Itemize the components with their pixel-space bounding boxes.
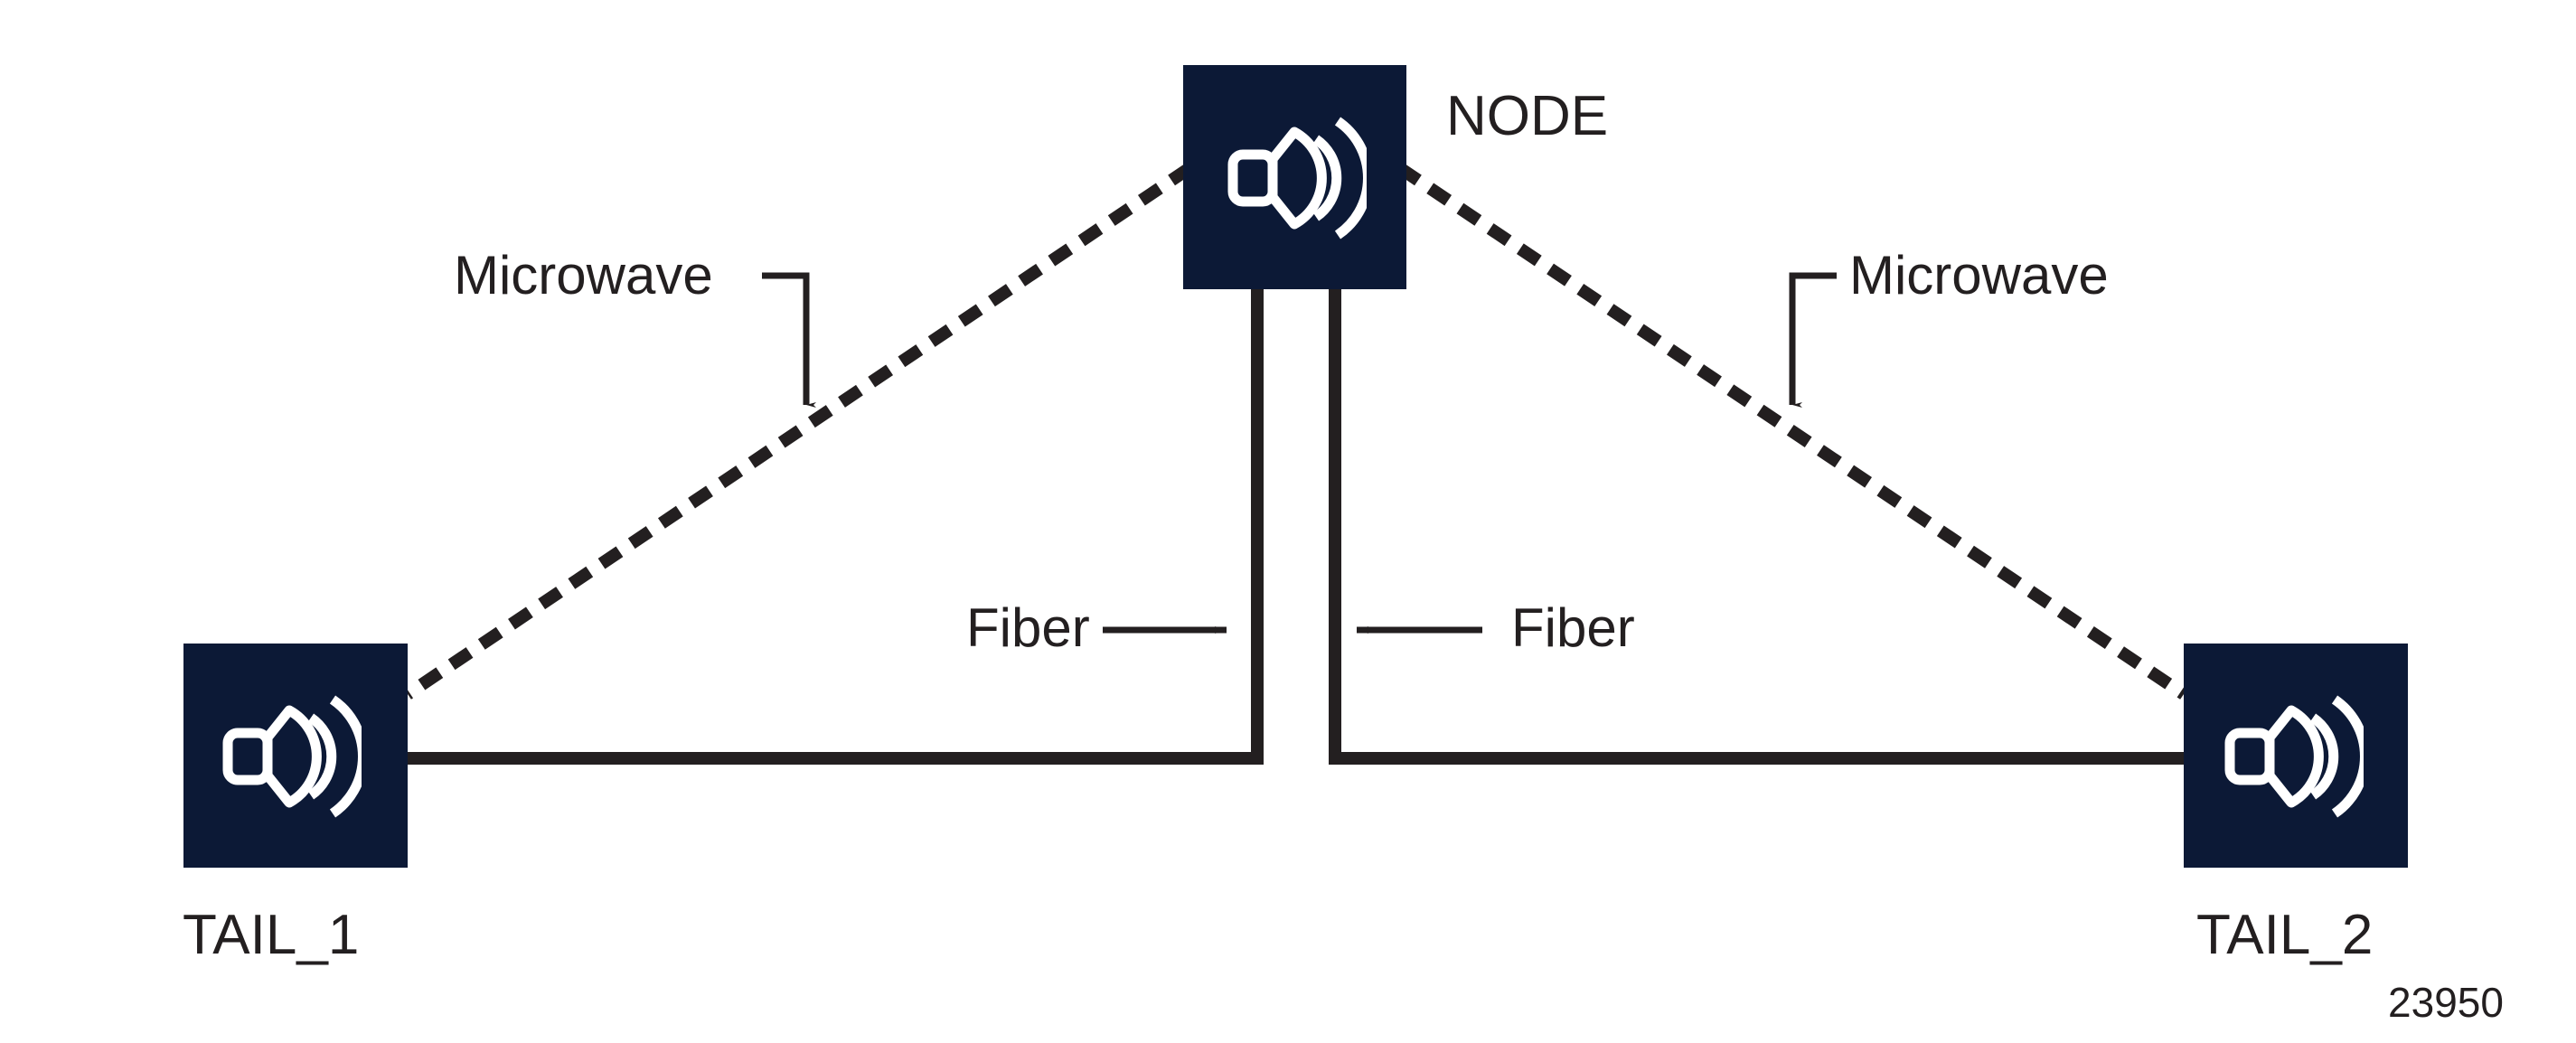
microwave-left-leader: [762, 272, 816, 408]
callout-leaders: [762, 272, 1837, 634]
device-tail-1[interactable]: [183, 644, 408, 868]
fiber-left-label: Fiber: [966, 597, 1090, 658]
figure-number: 23950: [2388, 979, 2504, 1026]
microwave-right-label: Microwave: [1849, 245, 2109, 305]
microwave-link-left-line: [404, 163, 1193, 700]
tail-2-box[interactable]: [2184, 644, 2408, 868]
microwave-links: [404, 163, 2187, 700]
node-label: NODE: [1446, 85, 1608, 147]
microwave-left-label: Microwave: [454, 245, 713, 305]
fiber-links: [408, 136, 2184, 765]
tail-2-label: TAIL_2: [2196, 904, 2373, 966]
microwave-link-right-line: [1396, 163, 2187, 700]
node-box[interactable]: [1183, 65, 1406, 289]
fiber-link-right-line: [1329, 136, 2184, 765]
tail-1-box[interactable]: [183, 644, 408, 868]
tail-1-label: TAIL_1: [183, 904, 359, 966]
device-tail-2[interactable]: [2184, 644, 2408, 868]
microwave-right-leader: [1789, 272, 1837, 408]
device-node[interactable]: [1183, 65, 1406, 289]
fiber-link-left-line: [408, 136, 1264, 765]
fiber-right-label: Fiber: [1511, 597, 1635, 658]
